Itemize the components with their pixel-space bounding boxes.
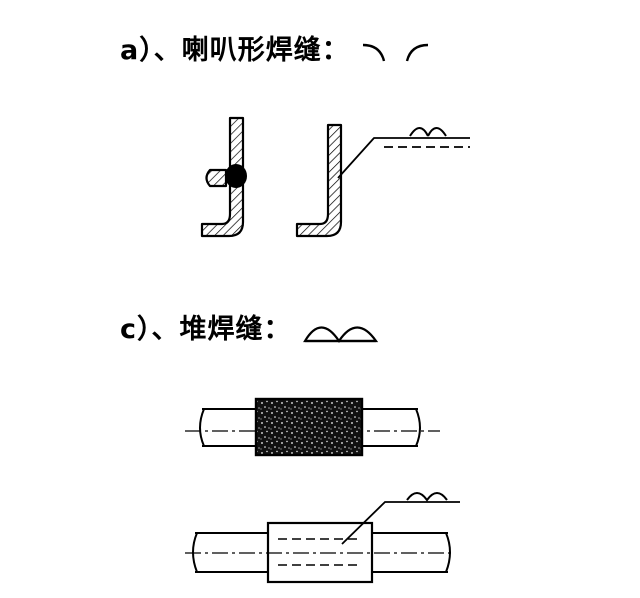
section-a-label: a）、喇叭形焊缝：: [120, 35, 350, 66]
section-a-heading: a）、喇叭形焊缝：: [120, 28, 431, 67]
section-c-heading: c）、堆焊缝：: [120, 307, 380, 346]
flare-weld-symbol-left-icon: [363, 43, 386, 61]
flare-weld-symbol-right-icon: [405, 43, 428, 61]
flare-weld-symbol-view: [295, 123, 470, 238]
surfacing-weld-symbol-icon: [302, 325, 379, 343]
surfacing-weld-pipe-view: [185, 397, 440, 457]
flare-weld-section-view: [200, 116, 247, 238]
surfacing-weld-symbol-view: [185, 492, 460, 584]
section-c-label: c）、堆焊缝：: [120, 314, 292, 345]
